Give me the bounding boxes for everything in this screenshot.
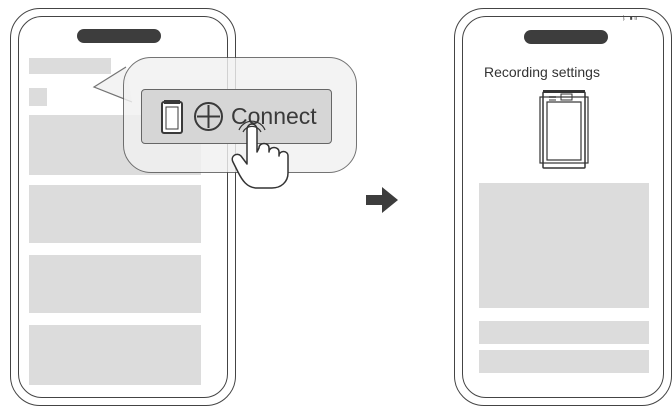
settings-panel — [479, 183, 649, 308]
settings-row-2[interactable] — [479, 350, 649, 373]
placeholder-card-2 — [29, 185, 201, 243]
connect-button[interactable]: Connect — [141, 89, 332, 144]
recorder-device-icon — [161, 100, 183, 134]
left-phone-notch — [77, 29, 161, 43]
page-title: Recording settings — [484, 64, 600, 80]
recorder-device-icon — [539, 90, 589, 169]
connect-label: Connect — [231, 103, 317, 129]
right-phone-screen — [462, 16, 664, 398]
circle-plus-icon — [194, 102, 223, 131]
settings-row-1[interactable] — [479, 321, 649, 344]
status-bar: ᛒ ▮▯ — [622, 16, 639, 22]
placeholder-card-4 — [29, 325, 201, 385]
right-arrow-icon — [366, 187, 398, 213]
callout-tail — [92, 66, 133, 103]
right-phone-notch — [524, 30, 608, 44]
placeholder-bar-short — [29, 58, 111, 74]
tapping-hand-icon — [231, 120, 289, 189]
left-phone-screen — [18, 16, 228, 398]
placeholder-card-3 — [29, 255, 201, 313]
placeholder-square — [29, 88, 47, 106]
